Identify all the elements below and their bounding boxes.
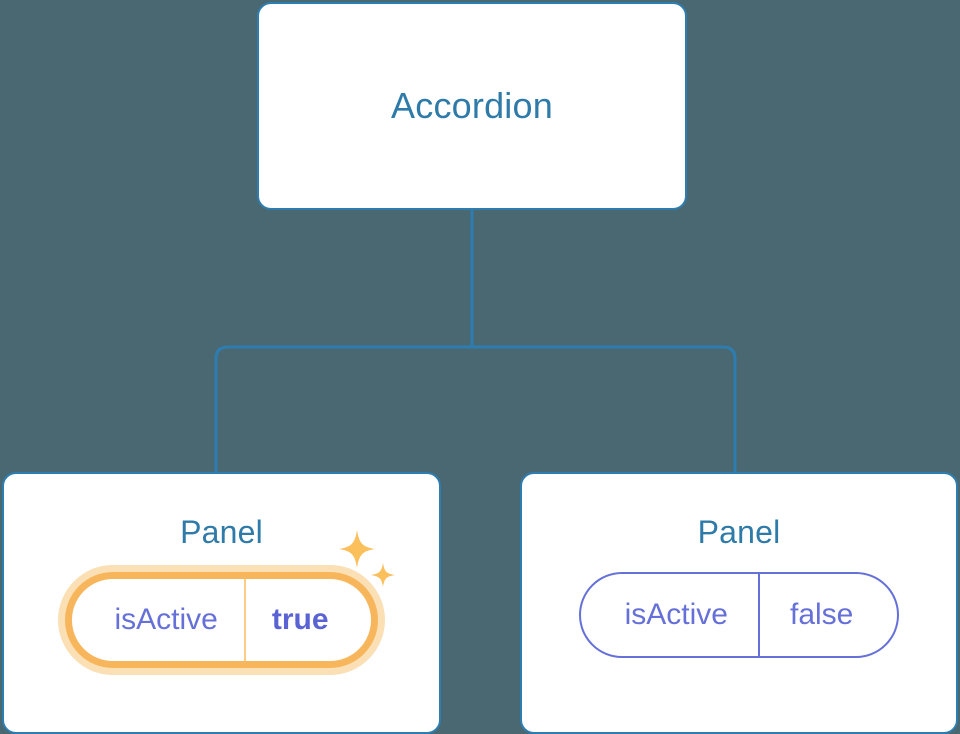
prop-value-right: false	[757, 574, 897, 656]
connector-branch-bar	[214, 345, 737, 472]
node-panel-right[interactable]: Panel isActive false	[520, 472, 958, 734]
prop-pill-isactive-true[interactable]: isActive true	[65, 572, 378, 668]
sparkle-small-shape	[370, 563, 395, 587]
node-panel-left-title: Panel	[180, 514, 263, 550]
prop-key-right: isActive	[624, 598, 728, 631]
prop-key-left: isActive	[114, 603, 218, 636]
prop-value-left: true	[243, 579, 371, 661]
sparkle-large-shape	[338, 530, 375, 568]
prop-pill-wrapper-left: isActive true	[65, 530, 395, 668]
prop-pill-isactive-false[interactable]: isActive false	[578, 572, 900, 658]
node-panel-left[interactable]: Panel isActive true	[2, 472, 441, 734]
node-panel-right-title: Panel	[697, 514, 781, 550]
prop-pill-wrapper-right: isActive false	[578, 572, 900, 658]
node-accordion-title: Accordion	[391, 85, 553, 126]
node-accordion[interactable]: Accordion	[257, 2, 687, 210]
